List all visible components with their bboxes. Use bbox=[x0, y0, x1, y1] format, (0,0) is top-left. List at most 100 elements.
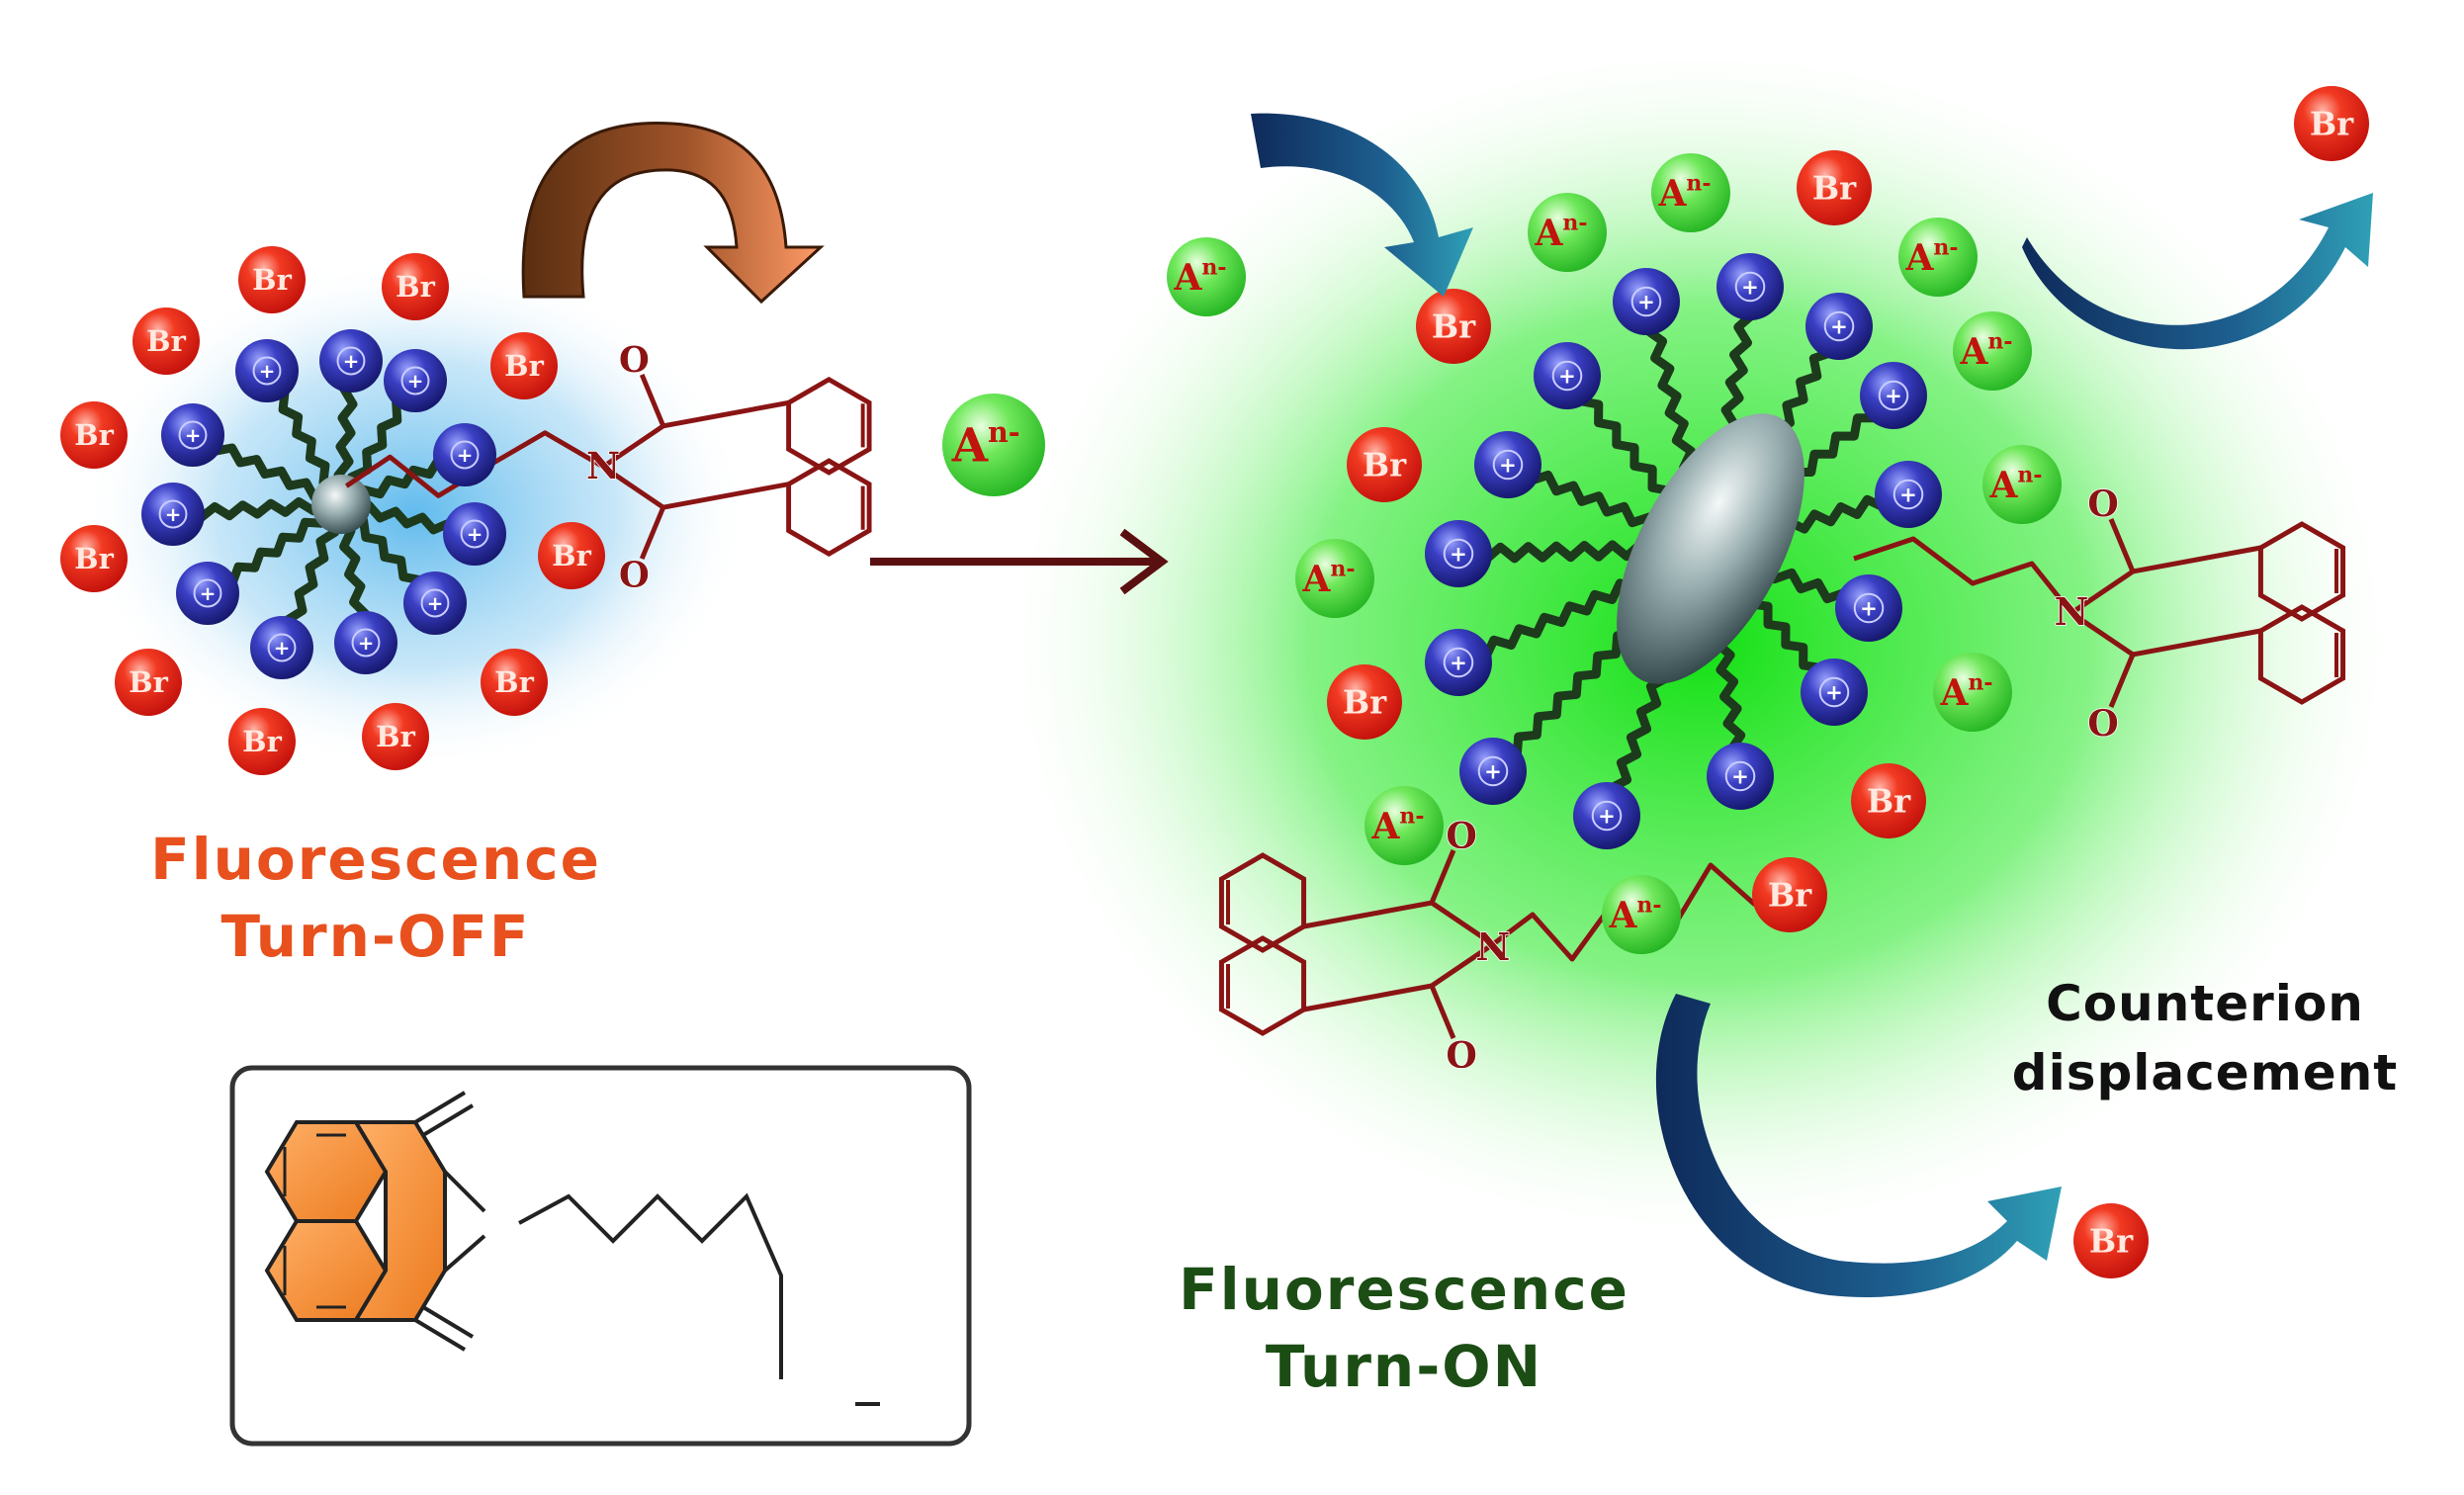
anion-ion: An- bbox=[1295, 539, 1374, 618]
bromide-ion: Br bbox=[2294, 86, 2369, 161]
anion-reagent: An- bbox=[942, 394, 1045, 496]
bromide-label: Br bbox=[494, 665, 534, 699]
bromide-label: Br bbox=[252, 263, 292, 297]
blue-curved-arrow-in bbox=[1251, 113, 1473, 297]
cationic-headgroup: + bbox=[334, 611, 397, 674]
cationic-headgroup: + bbox=[1801, 659, 1868, 726]
bromide-ion: Br bbox=[1347, 427, 1422, 502]
bromide-ion: Br bbox=[1327, 664, 1402, 740]
cationic-headgroup: + bbox=[141, 483, 205, 546]
anion-ions: An-An-An-An-An-An-An-An-An-An- bbox=[1167, 153, 2062, 954]
cation-sign: + bbox=[1731, 763, 1749, 788]
cation-sign: + bbox=[1899, 482, 1917, 506]
cation-sign: + bbox=[1450, 541, 1467, 566]
nitrogen-atom: N bbox=[586, 444, 620, 487]
micelle-cores bbox=[311, 413, 1804, 684]
cationic-headgroup: + bbox=[1474, 431, 1541, 498]
reaction-arrow bbox=[870, 528, 1169, 595]
anion-ion: An- bbox=[1602, 875, 1681, 954]
fluorescence-turn-off-label: Fluorescence Turn-OFF bbox=[40, 821, 712, 975]
cationic-headgroup: + bbox=[403, 572, 467, 635]
cationic-headgroup: + bbox=[433, 423, 496, 486]
turn-on-line1: Fluorescence bbox=[1179, 1256, 1629, 1323]
bromide-ion: Br bbox=[1851, 763, 1926, 838]
cation-sign: + bbox=[358, 632, 375, 655]
cation-sign: + bbox=[1558, 363, 1576, 388]
bromide-ion: Br bbox=[481, 649, 548, 716]
cationic-headgroup: + bbox=[1425, 629, 1492, 696]
anion-label: An- bbox=[1988, 463, 2042, 506]
bromide-label: Br bbox=[1363, 446, 1407, 484]
bromide-label: Br bbox=[242, 725, 282, 758]
anion-ion: An- bbox=[1167, 237, 1246, 316]
nitrogen-atom: N bbox=[2055, 589, 2089, 634]
bromide-label: Br bbox=[74, 542, 114, 575]
oxygen-atom: O bbox=[1446, 813, 1476, 854]
cation-sign: + bbox=[185, 424, 202, 447]
naphthalimide-probe: NOO bbox=[1853, 483, 2346, 746]
turn-off-line1: Fluorescence bbox=[150, 826, 601, 893]
anion-ion: An- bbox=[942, 394, 1045, 496]
cationic-headgroup: + bbox=[1534, 342, 1601, 409]
cation-sign: + bbox=[1825, 679, 1843, 704]
bromide-ion: Br bbox=[382, 253, 449, 320]
bromide-ion: Br bbox=[1797, 150, 1872, 225]
cation-sign: + bbox=[1860, 595, 1878, 620]
cationic-headgroup: + bbox=[1875, 461, 1942, 528]
oxygen-atom: O bbox=[619, 556, 650, 596]
bromide-label: Br bbox=[2310, 105, 2354, 142]
bromide-label: Br bbox=[376, 720, 415, 753]
cation-sign: + bbox=[457, 444, 474, 467]
anion-label: An- bbox=[1939, 670, 1992, 714]
anion-ion: An- bbox=[1364, 786, 1444, 865]
cation-sign: + bbox=[407, 370, 424, 393]
bromide-label: Br bbox=[74, 418, 114, 452]
cationic-headgroups: +++++++++++++++++++++++++ bbox=[141, 253, 1942, 849]
bromide-ion: Br bbox=[490, 332, 558, 399]
anion-ion: An- bbox=[1953, 311, 2032, 391]
bromide-ion: Br bbox=[115, 649, 182, 716]
bromide-label: Br bbox=[1768, 876, 1812, 914]
cation-sign: + bbox=[274, 637, 291, 660]
bromide-ion: Br bbox=[60, 525, 128, 592]
bromide-ion: Br bbox=[1416, 289, 1491, 364]
spherical-micelle-core bbox=[311, 475, 371, 534]
oxygen-atom: O bbox=[619, 340, 650, 381]
cationic-headgroup: + bbox=[443, 502, 506, 566]
oxygen-atom: O bbox=[2087, 484, 2118, 525]
bromide-ion: Br bbox=[2073, 1203, 2149, 1278]
cationic-headgroup: + bbox=[1573, 782, 1640, 849]
bromide-ion: Br bbox=[362, 703, 429, 770]
cation-sign: + bbox=[1499, 452, 1517, 477]
bromide-label: Br bbox=[2089, 1222, 2134, 1260]
anion-ion: An- bbox=[1933, 653, 2012, 732]
turn-on-line2: Turn-ON bbox=[1265, 1333, 1543, 1400]
cationic-headgroup: + bbox=[235, 339, 299, 402]
cation-sign: + bbox=[259, 360, 276, 383]
cationic-headgroup: + bbox=[1425, 520, 1492, 587]
bromide-label: Br bbox=[146, 324, 186, 358]
cationic-headgroup: + bbox=[250, 616, 313, 679]
bromide-label: Br bbox=[129, 665, 168, 699]
elongated-micelle-core bbox=[1617, 413, 1804, 684]
cation-sign: + bbox=[343, 350, 360, 373]
cationic-headgroup: + bbox=[1459, 738, 1527, 805]
anion-ion: An- bbox=[1528, 193, 1607, 272]
cationic-headgroup: + bbox=[1835, 574, 1902, 642]
turn-off-line2: Turn-OFF bbox=[220, 903, 531, 970]
fluorescence-turn-on-label: Fluorescence Turn-ON bbox=[1098, 1251, 1711, 1405]
bromide-label: Br bbox=[504, 349, 544, 383]
cationic-headgroup: + bbox=[1805, 293, 1873, 360]
bromide-ion: Br bbox=[538, 522, 605, 589]
cation-sign: + bbox=[427, 592, 444, 615]
cation-sign: + bbox=[1830, 313, 1848, 338]
oxygen-atom: O bbox=[1446, 1032, 1476, 1074]
compound-21-structure-box bbox=[229, 1065, 972, 1447]
cation-sign: + bbox=[1484, 758, 1502, 783]
bromide-ion: Br bbox=[1752, 857, 1827, 932]
bromide-ion: Br bbox=[132, 308, 200, 375]
bromide-ion: Br bbox=[228, 708, 296, 775]
bromide-ion: Br bbox=[60, 401, 128, 469]
